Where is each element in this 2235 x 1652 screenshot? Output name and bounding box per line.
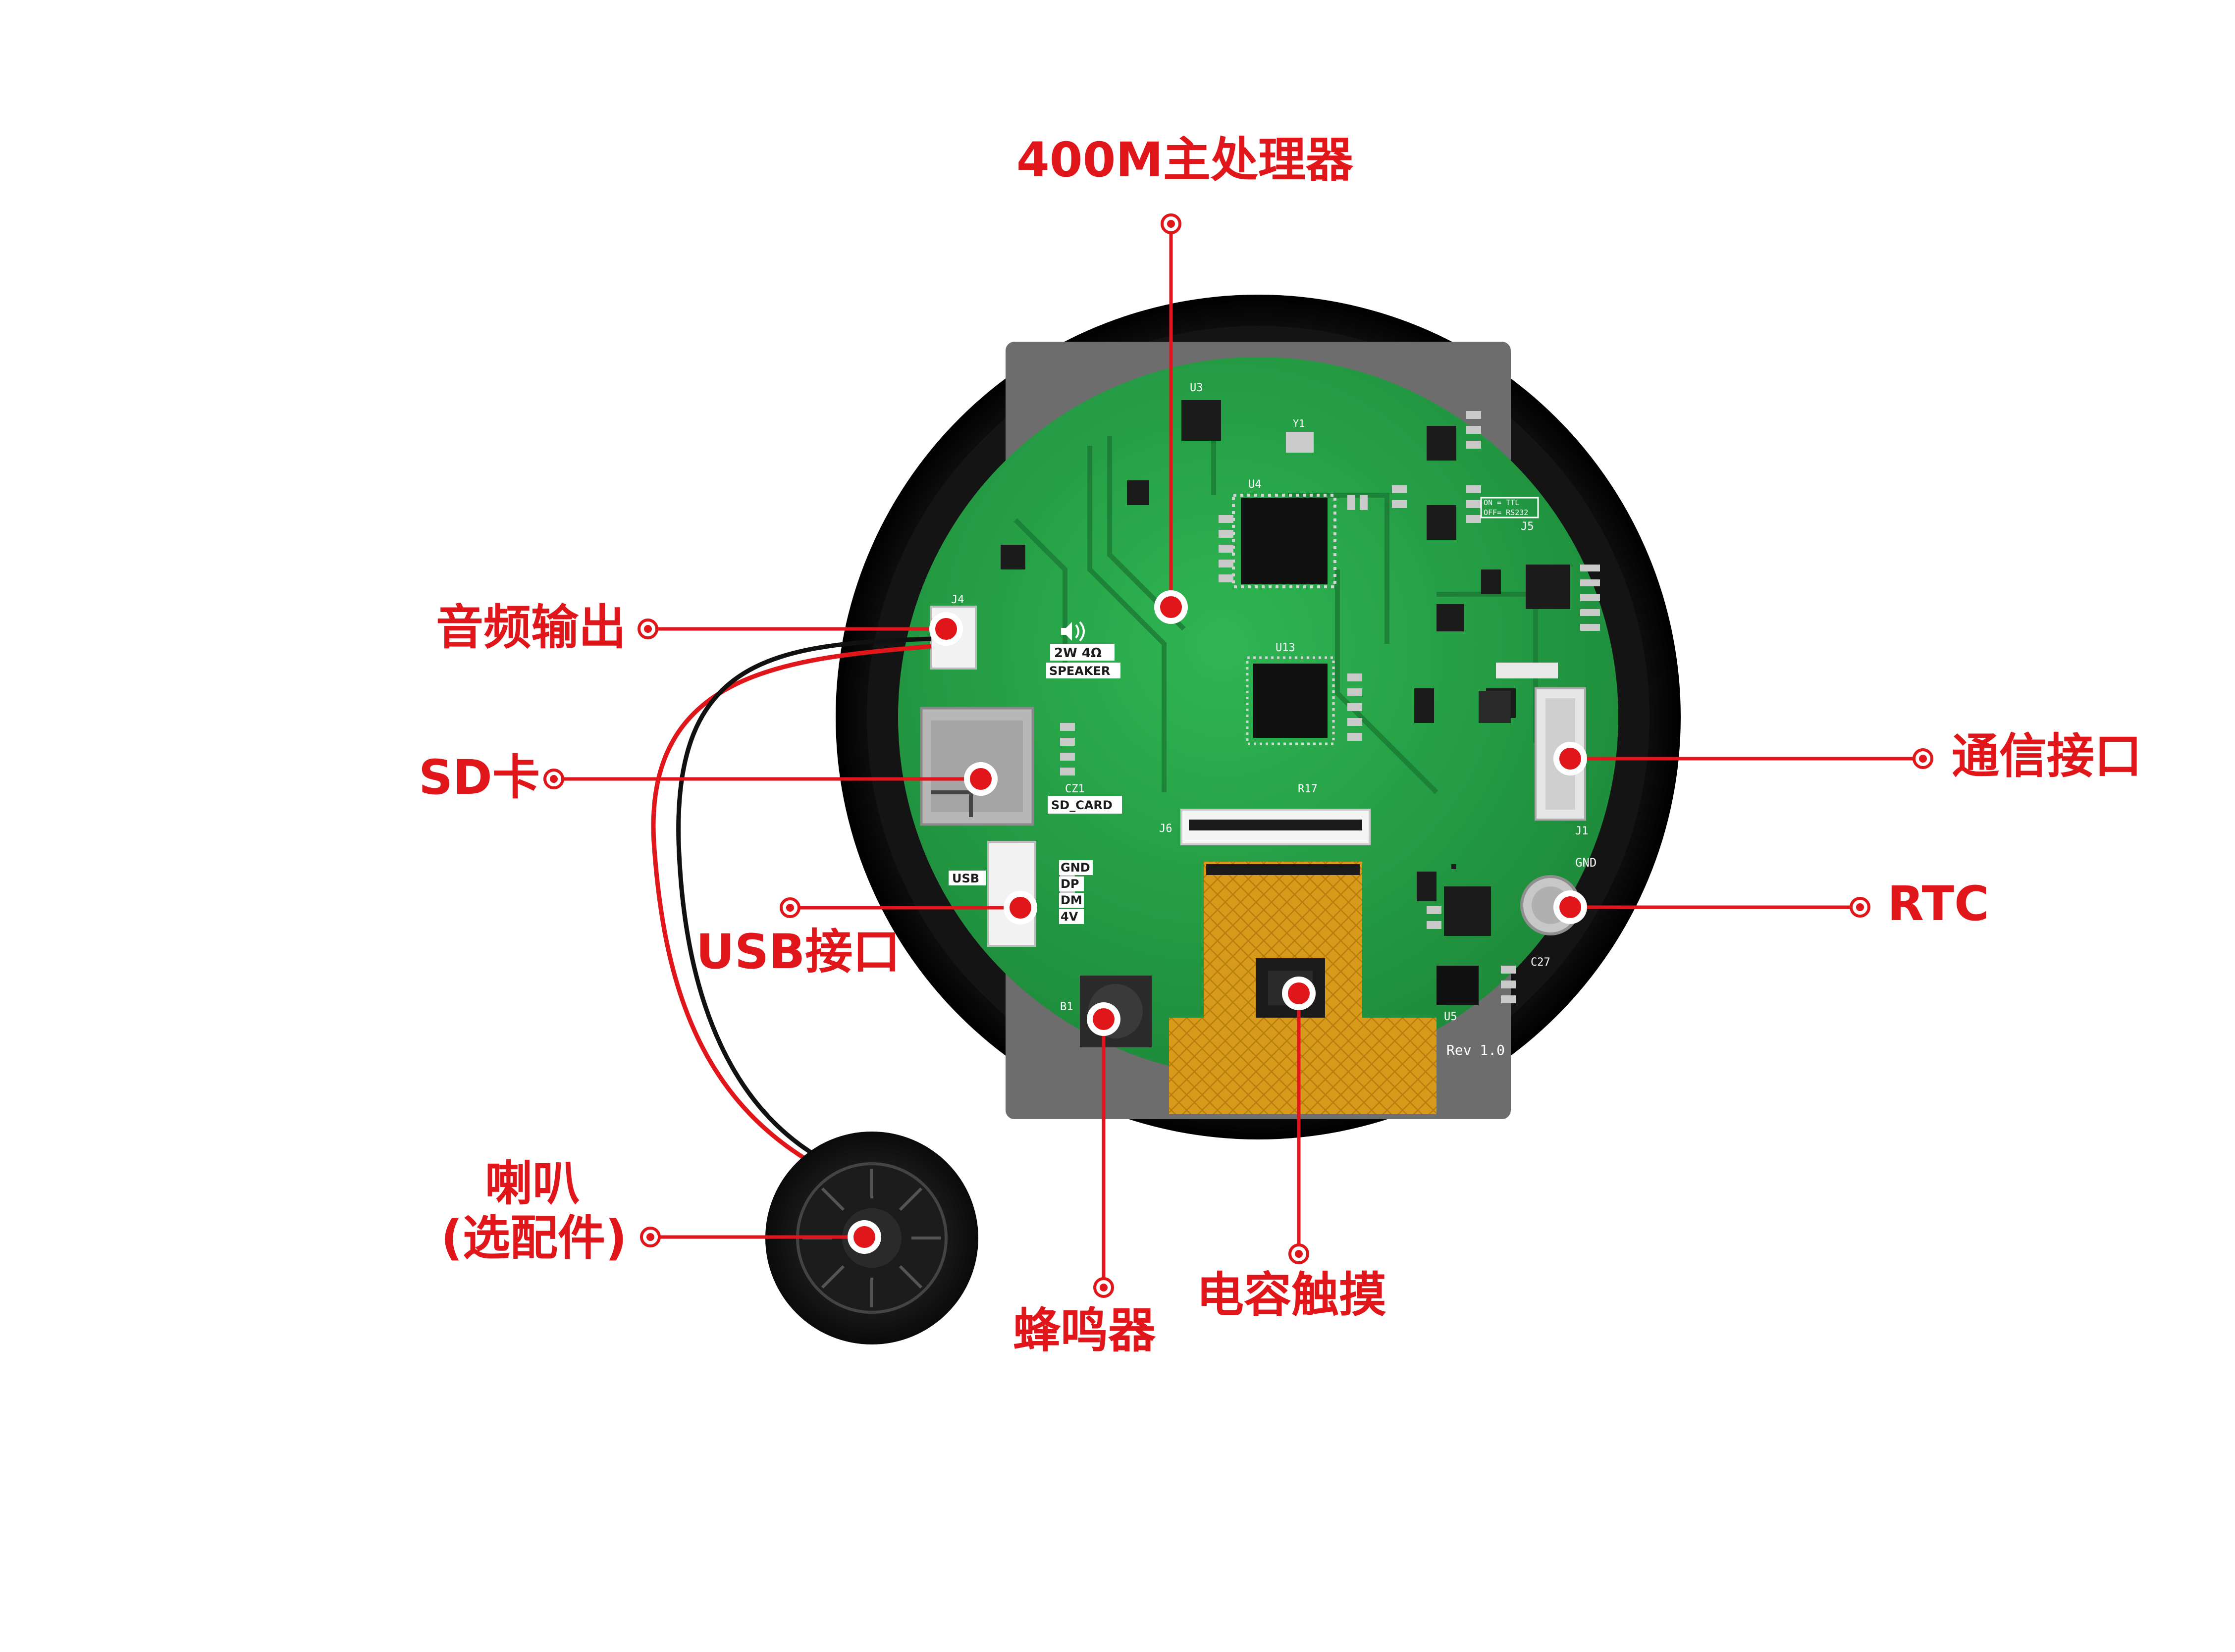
silk-u4: U4 [1248,478,1262,491]
label-usb-port: USB接口 [696,924,901,980]
red-dot-marker-icon [1553,742,1587,775]
silk-u5: U5 [1444,1011,1457,1023]
chip-u13 [1253,664,1328,738]
chip-u4-processor-icon [1241,498,1328,584]
label-processor: 400M主处理器 [1016,132,1353,188]
silk-usb-dm: DM [1061,893,1082,907]
silk-speaker: SPEAKER [1049,664,1110,678]
callout-lines [554,226,1923,1288]
label-speaker-line1: 喇叭 [485,1156,580,1211]
fpc-header-j6: J6 R17 [1159,783,1371,845]
silk-cz1: CZ1 [1065,783,1085,795]
silk-usb-gnd: GND [1061,861,1090,875]
silk-usb-dp: DP [1061,877,1079,891]
silk-rev: Rev 1.0 [1446,1042,1505,1058]
label-buzzer: 蜂鸣器 [1013,1303,1156,1358]
silk-gnd: GND [1575,856,1596,870]
label-audio-out: 音频输出 [436,600,626,655]
silk-off-rs232: OFF= RS232 [1484,508,1528,517]
red-dot-marker-icon [1087,1002,1120,1036]
silk-y1: Y1 [1293,417,1305,429]
label-speaker: 喇叭 (选配件) [441,1156,627,1266]
silk-j1: J1 [1575,825,1589,837]
crystal-y1 [1286,432,1314,453]
red-dot-marker-icon [1154,590,1188,624]
silk-j6: J6 [1159,823,1172,835]
label-sd-card: SD卡 [419,750,540,805]
usb-connector: USB GND DP DM 4V [949,841,1093,947]
silk-r17: R17 [1298,783,1318,795]
components: U3 U4 U13 Y1 [1001,382,1600,1023]
silk-c27: C27 [1531,956,1550,969]
silk-on-ttl: ON = TTL [1484,498,1519,507]
red-dot-marker-icon [1553,890,1587,924]
silk-u13: U13 [1276,642,1295,654]
inductor [1479,691,1511,723]
label-speaker-line2: (选配件) [441,1210,627,1266]
silk-usb-4v: 4V [1061,910,1078,924]
red-dot-marker-icon [964,762,998,796]
label-rtc: RTC [1887,876,1989,931]
label-comm-port: 通信接口 [1952,728,2142,784]
silk-j5: J5 [1521,520,1534,533]
speaker-icon [1061,621,1085,642]
label-touch: 电容触摸 [1196,1267,1386,1323]
chip-u3 [1181,400,1221,441]
chip-u5 [1437,966,1479,1005]
red-dot-marker-icon [848,1220,881,1254]
red-dot-marker-icon [929,612,963,646]
silk-usb: USB [952,872,979,885]
silk-b1: B1 [1060,1001,1073,1013]
silk-sd-card: SD_CARD [1051,798,1113,812]
speaker-cable [651,636,932,1181]
red-dot-marker-icon [1004,891,1037,925]
silk-j4: J4 [951,594,964,606]
silk-speaker-spec: 2W 4Ω [1054,646,1102,661]
silk-u3: U3 [1190,382,1203,394]
red-dot-marker-icon [1282,977,1316,1010]
component-markers [848,590,1587,1254]
